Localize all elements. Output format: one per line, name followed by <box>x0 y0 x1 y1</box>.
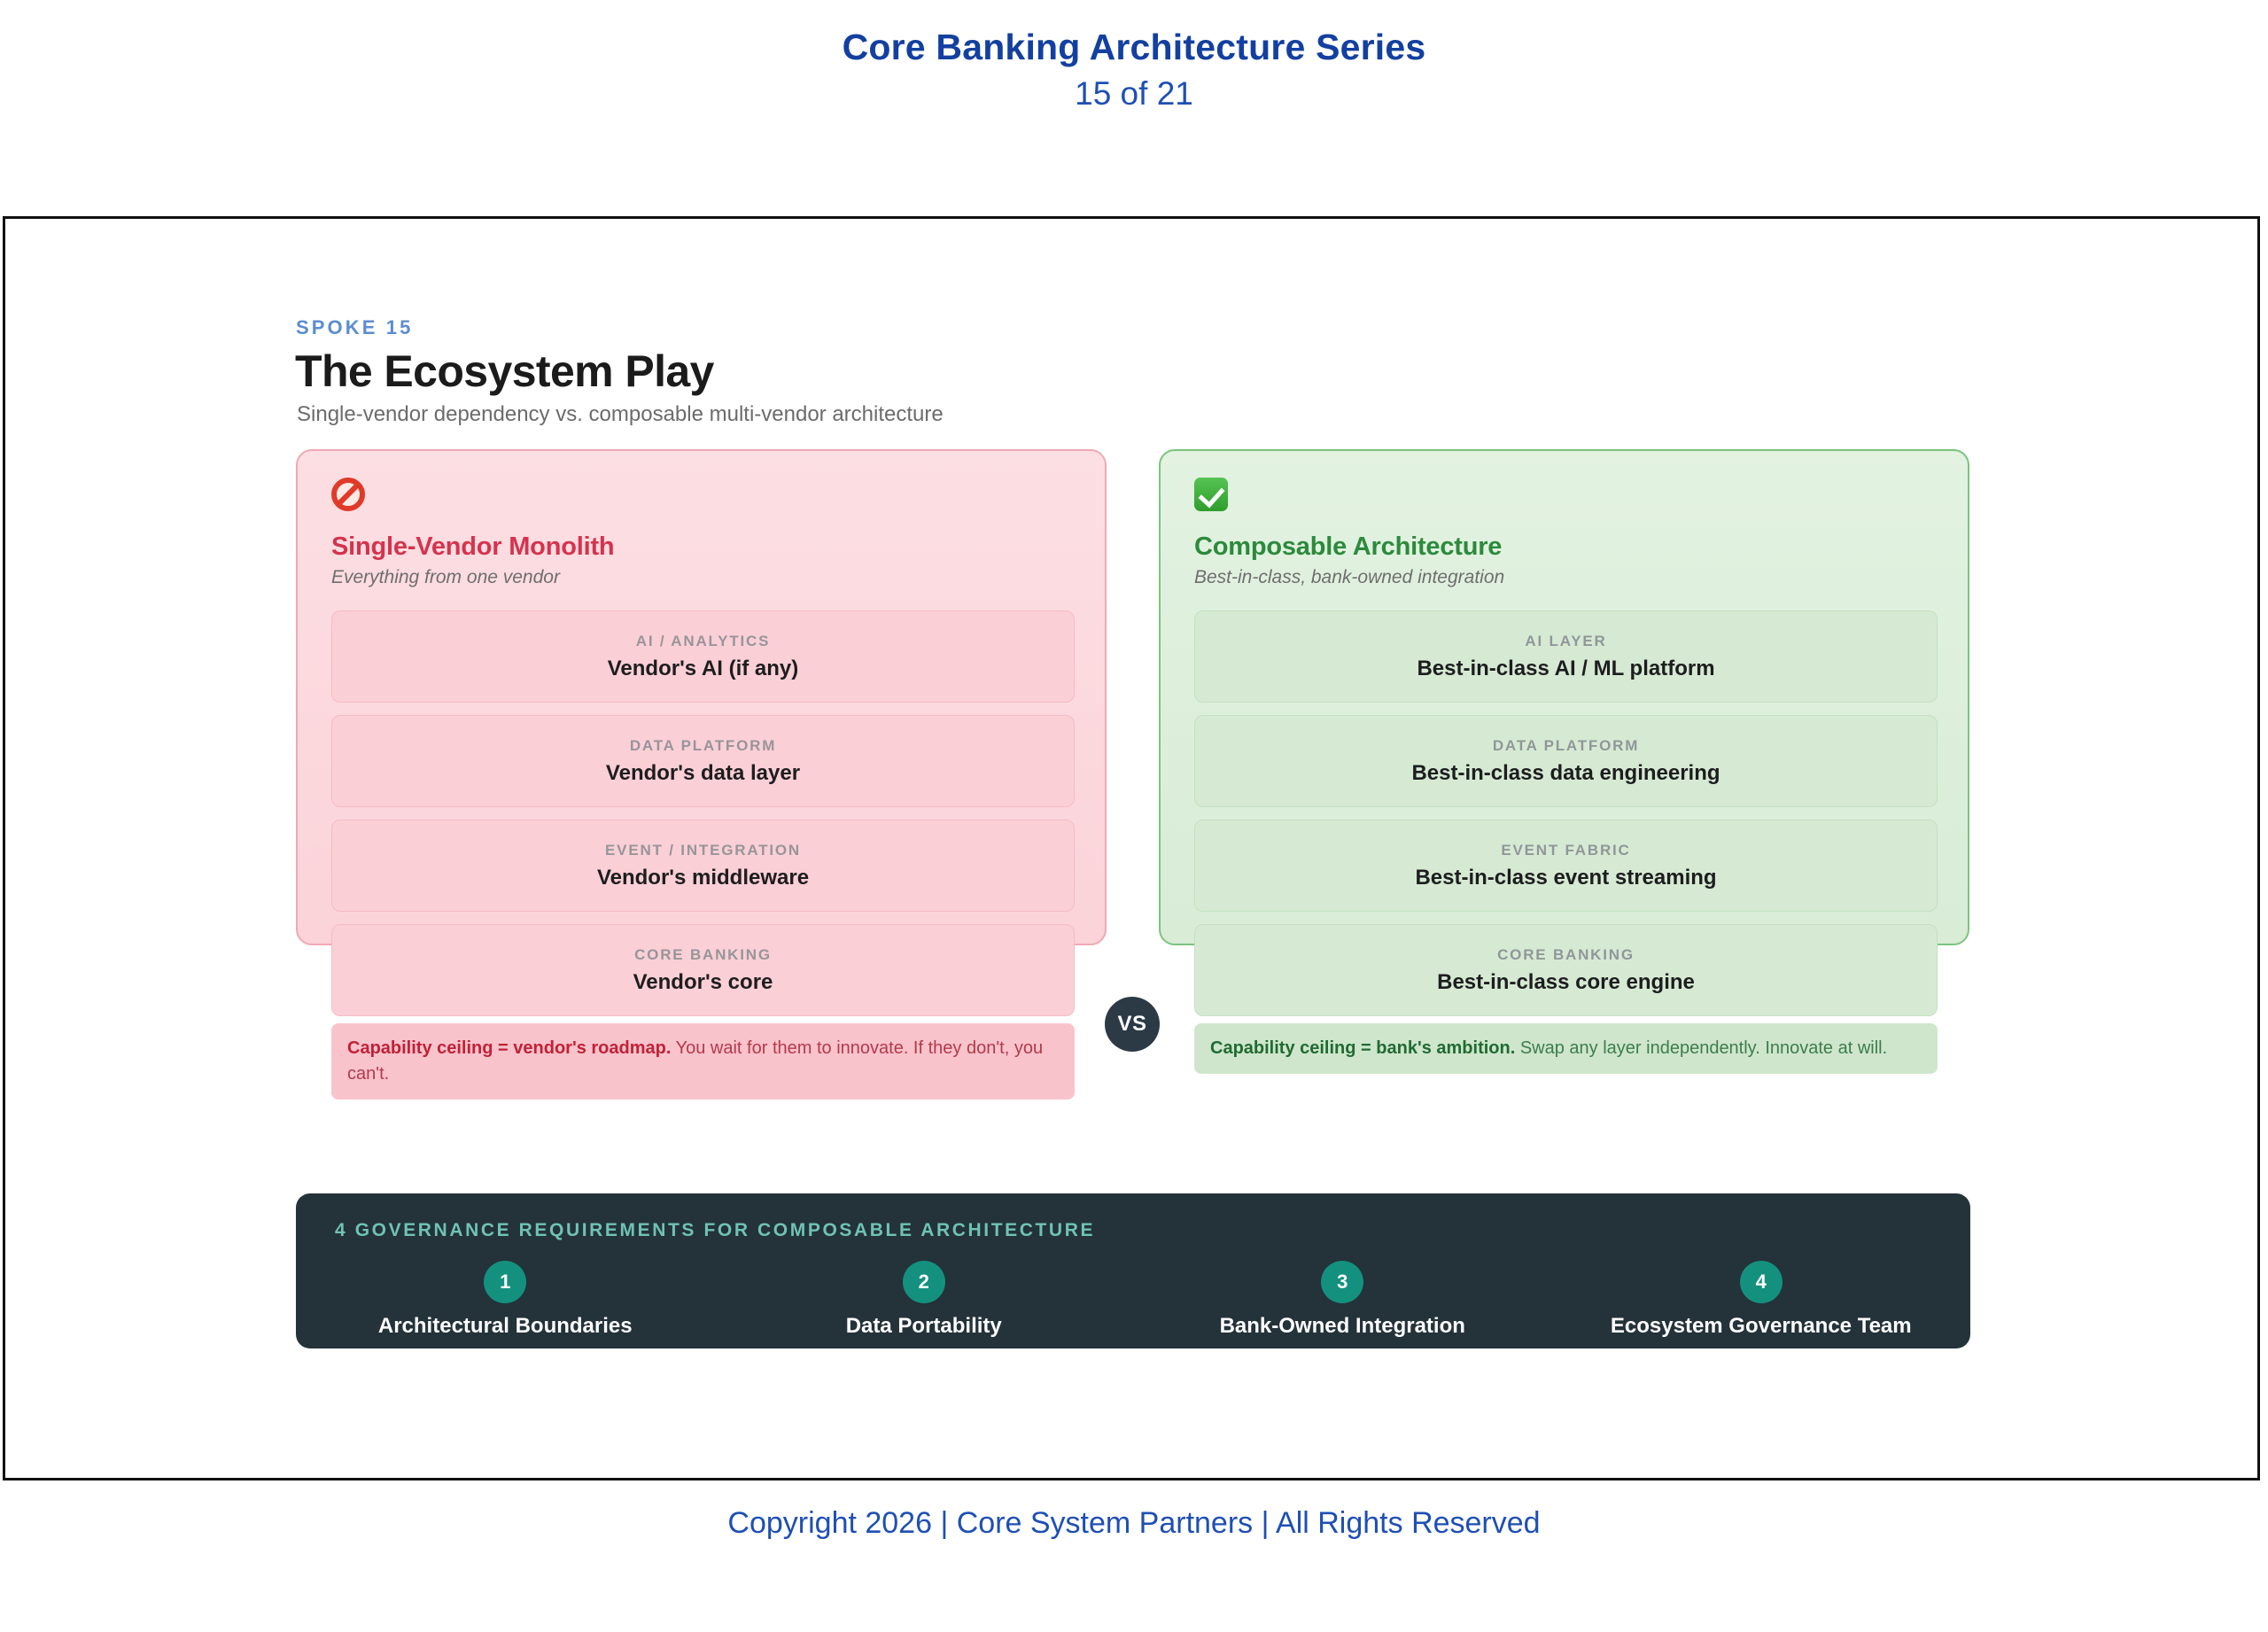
governance-item: 3 Bank-Owned Integration <box>1133 1261 1552 1339</box>
layer-kicker: AI / ANALYTICS <box>635 632 771 649</box>
callout-rest: Swap any layer independently. Innovate a… <box>1515 1038 1888 1058</box>
layer-box: EVENT FABRIC Best-in-class event streami… <box>1194 820 1938 912</box>
slide-subtitle: Single-vendor dependency vs. composable … <box>297 402 944 426</box>
layer-box: AI / ANALYTICS Vendor's AI (if any) <box>331 610 1075 703</box>
panel-callout-good: Capability ceiling = bank's ambition. Sw… <box>1194 1023 1938 1074</box>
layer-kicker: EVENT FABRIC <box>1501 841 1631 859</box>
governance-item: 4 Ecosystem Governance Team <box>1552 1261 1971 1339</box>
layer-box: EVENT / INTEGRATION Vendor's middleware <box>331 820 1075 912</box>
check-mark-icon <box>1194 478 1230 513</box>
governance-number-badge: 3 <box>1321 1261 1364 1303</box>
layer-label: Best-in-class data engineering <box>1411 760 1720 785</box>
governance-label: Bank-Owned Integration <box>1219 1314 1465 1338</box>
panel-subtitle-bad: Everything from one vendor <box>331 567 560 587</box>
layer-box: CORE BANKING Best-in-class core engine <box>1194 924 1938 1016</box>
layer-box: DATA PLATFORM Best-in-class data enginee… <box>1194 715 1938 807</box>
governance-items: 1 Architectural Boundaries 2 Data Portab… <box>296 1261 1970 1339</box>
layer-kicker: CORE BANKING <box>634 945 772 963</box>
layer-kicker: DATA PLATFORM <box>629 736 777 754</box>
page-header: Core Banking Architecture Series 15 of 2… <box>0 0 2268 113</box>
panel-title-bad: Single-Vendor Monolith <box>331 532 615 561</box>
layer-label: Best-in-class AI / ML platform <box>1417 656 1715 680</box>
layer-stack-good: AI LAYER Best-in-class AI / ML platform … <box>1194 610 1938 1029</box>
governance-label: Architectural Boundaries <box>377 1314 633 1338</box>
slide-content: SPOKE 15 The Ecosystem Play Single-vendo… <box>5 219 2257 1478</box>
layer-label: Vendor's AI (if any) <box>607 656 799 680</box>
layer-label: Best-in-class event streaming <box>1415 865 1717 890</box>
governance-item: 2 Data Portability <box>715 1261 1134 1339</box>
slide-counter: 15 of 21 <box>1075 75 1193 113</box>
governance-requirements-bar: 4 GOVERNANCE REQUIREMENTS FOR COMPOSABLE… <box>296 1193 1970 1348</box>
slide-title: The Ecosystem Play <box>295 346 714 396</box>
vs-badge: VS <box>1105 997 1160 1052</box>
layer-kicker: AI LAYER <box>1525 632 1607 649</box>
layer-label: Vendor's core <box>633 969 773 994</box>
callout-strong: Capability ceiling = vendor's roadmap. <box>347 1038 672 1058</box>
layer-label: Best-in-class core engine <box>1437 969 1695 994</box>
layer-kicker: EVENT / INTEGRATION <box>605 841 801 859</box>
layer-label: Vendor's data layer <box>605 760 801 785</box>
governance-label: Data Portability <box>845 1314 1002 1338</box>
layer-box: DATA PLATFORM Vendor's data layer <box>331 715 1075 807</box>
spoke-eyebrow: SPOKE 15 <box>296 316 414 338</box>
panel-callout-bad: Capability ceiling = vendor's roadmap. Y… <box>331 1023 1075 1100</box>
governance-item: 1 Architectural Boundaries <box>296 1261 715 1339</box>
layer-kicker: CORE BANKING <box>1497 945 1635 963</box>
layer-kicker: DATA PLATFORM <box>1492 736 1640 754</box>
governance-title: 4 GOVERNANCE REQUIREMENTS FOR COMPOSABLE… <box>335 1220 1096 1240</box>
governance-label: Ecosystem Governance Team <box>1610 1314 1912 1338</box>
slide-frame: SPOKE 15 The Ecosystem Play Single-vendo… <box>3 216 2260 1480</box>
governance-number-badge: 1 <box>484 1261 527 1303</box>
layer-box: AI LAYER Best-in-class AI / ML platform <box>1194 610 1938 703</box>
callout-strong: Capability ceiling = bank's ambition. <box>1210 1038 1516 1058</box>
prohibited-icon <box>331 478 367 513</box>
governance-number-badge: 4 <box>1739 1261 1783 1303</box>
layer-box: CORE BANKING Vendor's core <box>331 924 1075 1016</box>
layer-stack-bad: AI / ANALYTICS Vendor's AI (if any) DATA… <box>331 610 1075 1029</box>
governance-number-badge: 2 <box>902 1261 945 1303</box>
panel-single-vendor-monolith: Single-Vendor Monolith Everything from o… <box>296 449 1107 1100</box>
panel-composable-architecture: Composable Architecture Best-in-class, b… <box>1159 449 1969 1074</box>
panel-title-good: Composable Architecture <box>1194 532 1503 561</box>
layer-label: Vendor's middleware <box>596 865 810 890</box>
series-title: Core Banking Architecture Series <box>842 27 1426 67</box>
copyright-footer: Copyright 2026 | Core System Partners | … <box>727 1506 1541 1540</box>
panel-subtitle-good: Best-in-class, bank-owned integration <box>1194 567 1505 587</box>
callout-rest: You wait for them to innovate. If they d… <box>347 1038 1044 1084</box>
